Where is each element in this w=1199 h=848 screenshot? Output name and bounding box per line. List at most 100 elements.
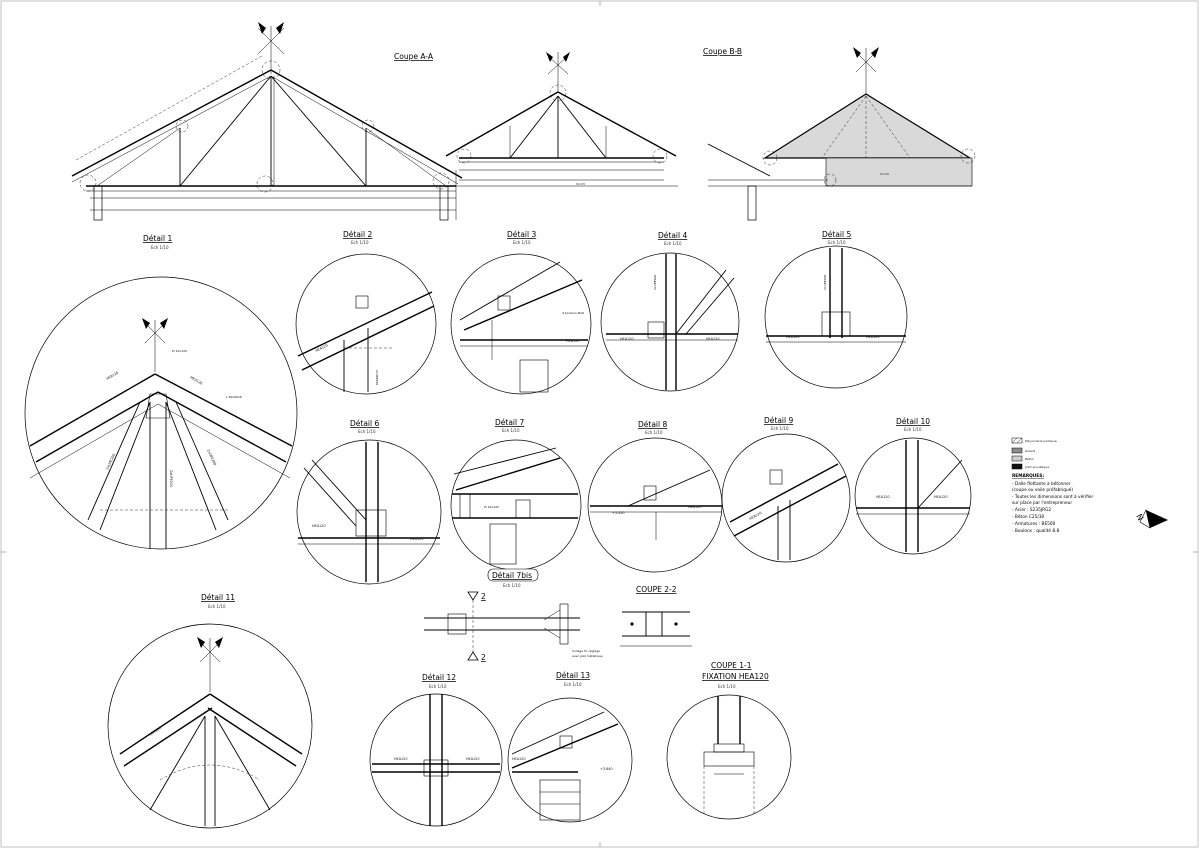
svg-text:HEA120: HEA120 (190, 375, 204, 385)
svg-text:Ech 1/10: Ech 1/10 (151, 245, 169, 250)
svg-text:+3.450: +3.450 (612, 511, 625, 515)
svg-text:Ech 1/10: Ech 1/10 (645, 430, 663, 435)
svg-text:2xUPE200: 2xUPE200 (169, 470, 173, 487)
svg-text:2xUPE200: 2xUPE200 (375, 370, 379, 385)
svg-text:2xUPE200: 2xUPE200 (823, 275, 827, 290)
svg-text:- Toutes les dimensions sont à: - Toutes les dimensions sont à vérifier (1012, 493, 1094, 500)
coupe-bb-title: Coupe B-B (703, 47, 742, 56)
legend-swatch-joint (1011, 463, 1023, 470)
svg-text:Ech 1/10: Ech 1/10 (513, 240, 531, 245)
svg-text:HEA120: HEA120 (706, 337, 719, 341)
svg-text:HEA120: HEA120 (876, 495, 889, 499)
detail-7bis-label: Détail 7bis Ech 1/10 (487, 568, 539, 588)
svg-text:(coupe ou voile préfabriqué): (coupe ou voile préfabriqué) (1012, 486, 1073, 493)
detail-1: Détail 1 Ech 1/10 HEA120 HEA120 2xUPE200… (24, 234, 298, 550)
svg-text:Détail 1: Détail 1 (143, 234, 172, 243)
svg-text:N: N (1134, 513, 1145, 523)
svg-text:Ech 1/10: Ech 1/10 (358, 429, 376, 434)
svg-text:Détail 5: Détail 5 (822, 230, 851, 239)
truss-elevation-2: V2-V3 (445, 52, 678, 187)
weather-vane-icon (197, 637, 223, 692)
svg-text:Isolant: Isolant (1025, 449, 1036, 453)
svg-text:HEA120: HEA120 (312, 524, 325, 528)
svg-text:HEA120: HEA120 (688, 505, 701, 509)
svg-text:V2-V3: V2-V3 (576, 182, 585, 186)
section-2-2-view: 2 2 Collage M. réglage avec plat métalli… (424, 591, 603, 662)
svg-text:HEA120: HEA120 (466, 757, 479, 761)
svg-text:sur place par l'entrepreneur: sur place par l'entrepreneur (1012, 500, 1072, 506)
svg-text:HEA120: HEA120 (148, 726, 161, 737)
detail-2: Détail 2 Ech 1/10 HEA120 2xUPE200 (295, 230, 437, 395)
weather-vane-icon (853, 47, 879, 94)
detail-4: Détail 4 Ech 1/10 HEA120 HEA120 2xUPE200 (600, 231, 740, 392)
coupe-2-2: COUPE 2-2 (620, 585, 692, 647)
legend-swatch-masonry (1011, 437, 1023, 444)
detail-13: Détail 13 Ech 1/10 +3.640 HEA120 (507, 671, 633, 823)
svg-text:COUPE 2-2: COUPE 2-2 (636, 585, 677, 594)
svg-text:L 60x60x6: L 60x60x6 (226, 395, 242, 399)
detail-10: Détail 10 Ech 1/10 HEA120 HEA120 (854, 417, 972, 555)
weather-vane-icon (257, 22, 285, 74)
svg-text:Détail 7: Détail 7 (495, 418, 524, 427)
detail-7: Détail 7 Ech 1/10 Pl 10x120 (450, 418, 582, 571)
svg-text:HEA120: HEA120 (749, 511, 763, 521)
svg-text:Pl 10x120: Pl 10x120 (484, 505, 499, 509)
svg-text:V2-V3: V2-V3 (880, 172, 889, 176)
svg-text:Détail 10: Détail 10 (896, 417, 930, 426)
svg-text:HEA120: HEA120 (410, 537, 423, 541)
svg-text:+3.640: +3.640 (600, 767, 613, 771)
detail-3: Détail 3 Ech 1/10 HEA120 4 boulons M16 (450, 230, 592, 395)
svg-text:REMARQUES:: REMARQUES: (1012, 473, 1044, 479)
svg-text:Détail 11: Détail 11 (201, 593, 235, 602)
svg-text:2: 2 (481, 653, 486, 662)
svg-text:Ech 1/10: Ech 1/10 (351, 240, 369, 245)
svg-text:Ech 1/10: Ech 1/10 (208, 604, 226, 609)
svg-text:- Béton C25/30: - Béton C25/30 (1012, 513, 1045, 520)
svg-text:Ech 1/10: Ech 1/10 (828, 240, 846, 245)
svg-text:COUPE 1-1: COUPE 1-1 (711, 661, 752, 670)
svg-text:Détail 13: Détail 13 (556, 671, 590, 680)
svg-text:Ech 1/10: Ech 1/10 (564, 682, 582, 687)
svg-text:HEA120: HEA120 (315, 343, 329, 353)
svg-text:Pl 10x120: Pl 10x120 (172, 349, 187, 353)
svg-text:- Acier : S235JRG2: - Acier : S235JRG2 (1012, 507, 1051, 513)
svg-text:- Dalle flottante à bétonner: - Dalle flottante à bétonner (1012, 480, 1071, 487)
detail-12: Détail 12 Ech 1/10 HEA120 HEA120 (369, 673, 503, 827)
svg-text:HEA120: HEA120 (106, 371, 120, 381)
truss-elevation-1 (71, 22, 463, 221)
svg-text:Joint acoustique: Joint acoustique (1024, 465, 1049, 469)
svg-text:Détail 9: Détail 9 (764, 416, 793, 425)
weather-vane-icon (546, 52, 570, 92)
detail-8: Détail 8 Ech 1/10 +3.450 HEA120 (587, 420, 723, 573)
svg-text:Ech 1/10: Ech 1/10 (718, 684, 736, 689)
svg-text:2xUPE200: 2xUPE200 (105, 453, 116, 470)
svg-text:Ech 1/10: Ech 1/10 (503, 583, 521, 588)
legend: Maçonnerie porteuse Isolant Béton Joint … (1011, 437, 1094, 534)
svg-text:Ech 1/10: Ech 1/10 (904, 427, 922, 432)
svg-text:HEA120: HEA120 (566, 339, 579, 343)
weather-vane-icon (142, 318, 168, 372)
svg-text:HEA120: HEA120 (866, 335, 879, 339)
svg-text:avec plat métallique: avec plat métallique (572, 654, 603, 658)
detail-11: Détail 11 Ech 1/10 HEA120 (107, 593, 313, 829)
svg-text:Ech 1/10: Ech 1/10 (664, 241, 682, 246)
svg-text:HEA120: HEA120 (786, 335, 799, 339)
svg-text:2: 2 (481, 592, 486, 601)
svg-text:Maçonnerie porteuse: Maçonnerie porteuse (1025, 439, 1057, 443)
north-arrow-icon: N (1134, 509, 1168, 529)
svg-text:Ech 1/10: Ech 1/10 (429, 684, 447, 689)
legend-swatch-concrete (1011, 455, 1023, 462)
svg-text:Détail 7bis: Détail 7bis (492, 571, 532, 580)
svg-text:HEA120: HEA120 (934, 495, 947, 499)
truss-elevation-3: V2-V3 (707, 47, 976, 221)
svg-text:HEA120: HEA120 (512, 757, 525, 761)
svg-text:Collage M. réglage: Collage M. réglage (572, 649, 600, 653)
svg-text:HEA120: HEA120 (394, 757, 407, 761)
svg-text:Détail 4: Détail 4 (658, 231, 687, 240)
svg-text:Détail 12: Détail 12 (422, 673, 456, 682)
detail-5: Détail 5 Ech 1/10 HEA120 HEA120 2xUPE200 (764, 230, 908, 389)
svg-text:Détail 6: Détail 6 (350, 419, 379, 428)
svg-text:Ech 1/10: Ech 1/10 (771, 426, 789, 431)
